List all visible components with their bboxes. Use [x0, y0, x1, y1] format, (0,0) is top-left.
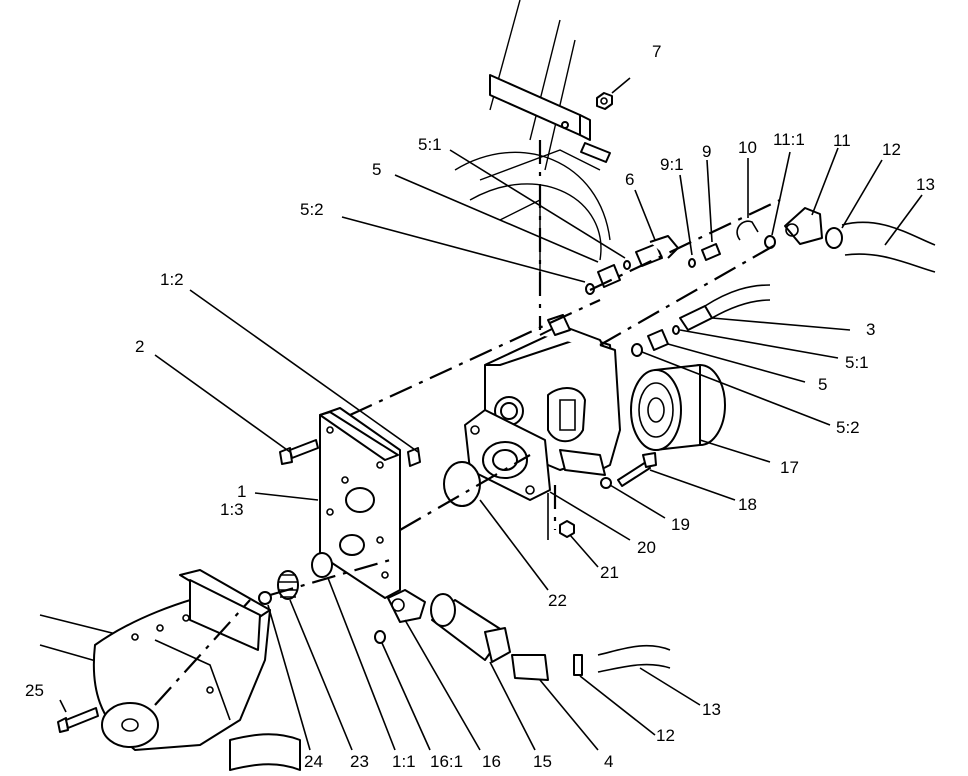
callout-2: 2 [135, 337, 144, 356]
oring-9-1 [688, 258, 696, 268]
callout-11: 11 [833, 131, 851, 150]
callout-16: 16 [482, 752, 501, 771]
callout-12-upper: 12 [882, 140, 901, 159]
fitting-9 [701, 243, 721, 261]
callout-20: 20 [637, 538, 656, 557]
callout-6: 6 [625, 170, 634, 189]
nut-21 [559, 520, 575, 538]
frame-background [454, 0, 611, 280]
callout-21: 21 [600, 563, 619, 582]
filter-17 [630, 364, 726, 451]
bolt-2 [279, 439, 319, 465]
oring-5-1b [672, 325, 680, 335]
hose-13a [841, 221, 936, 273]
gearbox-housing [39, 569, 301, 771]
gear-23 [277, 570, 299, 600]
callout-23: 23 [350, 752, 369, 771]
callout-13-upper: 13 [916, 175, 935, 194]
clip-10 [736, 220, 759, 241]
callout-3: 3 [866, 320, 875, 339]
callout-19: 19 [671, 515, 690, 534]
callout-12-lower: 12 [656, 726, 675, 745]
callout-5-lower: 5 [818, 375, 827, 394]
oring-22 [443, 461, 481, 507]
callout-22: 22 [548, 591, 567, 610]
callout-labels: 7 5:1 9:1 9 10 11:1 11 12 13 5 6 5:2 1:2… [25, 42, 935, 771]
callout-1-2: 1:2 [160, 270, 184, 289]
snap-ring-24 [258, 591, 272, 605]
oring-5-1a [623, 260, 631, 270]
callout-5-1-lower: 5:1 [845, 353, 869, 372]
hose-13b [597, 644, 671, 673]
stud-1-2 [407, 447, 421, 467]
hose-clamp-12a [825, 227, 843, 249]
callout-5-2-lower: 5:2 [836, 418, 860, 437]
bolt-18 [617, 452, 657, 487]
callout-9-1: 9:1 [660, 155, 684, 174]
mounting-plate-1 [319, 407, 401, 599]
callout-7: 7 [652, 42, 661, 61]
callout-15: 15 [533, 752, 552, 771]
nut-7 [596, 92, 613, 110]
fitting-5b [647, 329, 669, 351]
assembly-centerlines [154, 140, 781, 706]
callout-9: 9 [702, 142, 711, 161]
upper-bracket [489, 74, 611, 163]
callout-11-1: 11:1 [773, 130, 805, 149]
callout-5-1-upper: 5:1 [418, 135, 442, 154]
elbow-fitting-11 [784, 207, 823, 245]
clamp-12b [573, 654, 583, 676]
callout-1: 1 [237, 482, 246, 501]
washer-19 [600, 477, 612, 489]
seal-1-1 [311, 552, 333, 578]
filter-housing-15 [430, 593, 511, 663]
callout-4: 4 [604, 752, 613, 771]
bolt-25 [57, 707, 99, 733]
oring-5-2b [631, 343, 643, 357]
oring-16-1 [374, 630, 386, 644]
callout-25: 25 [25, 681, 44, 700]
callout-18: 18 [738, 495, 757, 514]
callout-10: 10 [738, 138, 757, 157]
callout-5-upper: 5 [372, 160, 381, 179]
callout-17: 17 [780, 458, 799, 477]
leader-lines [59, 77, 923, 751]
callout-5-2-upper: 5:2 [300, 200, 324, 219]
fitting-3 [679, 284, 771, 331]
fitting-5a [597, 264, 621, 288]
callout-1-3: 1:3 [220, 500, 244, 519]
callout-13-lower: 13 [702, 700, 721, 719]
elbow-fitting-6 [635, 235, 679, 267]
callout-16-1: 16:1 [430, 752, 463, 771]
fitting-4 [511, 654, 549, 681]
elbow-fitting-16 [387, 589, 426, 623]
callout-24: 24 [304, 752, 323, 771]
callout-1-1: 1:1 [392, 752, 416, 771]
